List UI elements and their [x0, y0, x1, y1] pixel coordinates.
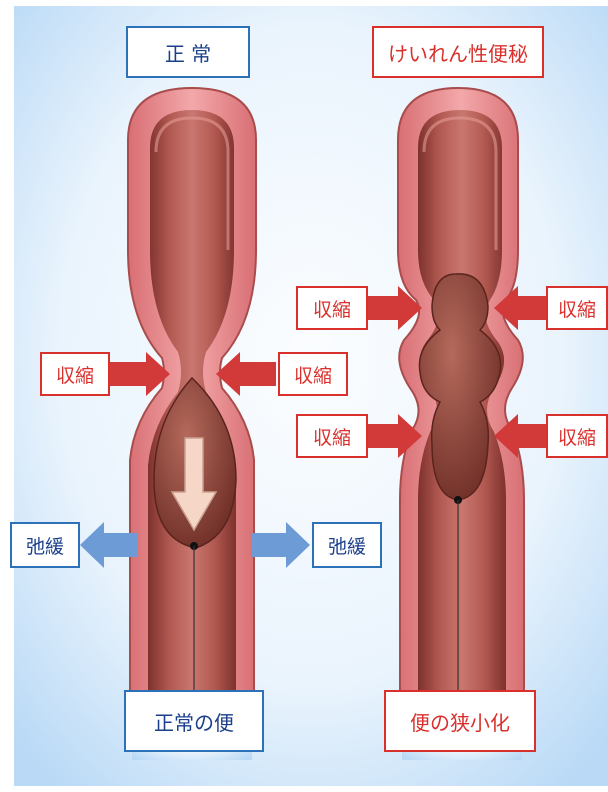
contraction-label-right: 収縮: [278, 352, 348, 396]
narrowed-stool-label: 便の狭小化: [384, 690, 536, 752]
contraction-label-upper-right: 収縮: [546, 286, 608, 330]
contraction-label-left: 収縮: [40, 352, 110, 396]
normal-stool-label: 正常の便: [124, 690, 264, 752]
relaxation-label-right: 弛緩: [312, 522, 382, 568]
spastic-constipation-title: けいれん性便秘: [372, 26, 544, 78]
relaxation-label-left: 弛緩: [10, 522, 80, 568]
contraction-label-lower-left: 収縮: [296, 414, 368, 458]
contraction-label-lower-right: 収縮: [546, 414, 608, 458]
contraction-label-upper-left: 収縮: [296, 286, 368, 330]
normal-title: 正 常: [126, 26, 250, 78]
